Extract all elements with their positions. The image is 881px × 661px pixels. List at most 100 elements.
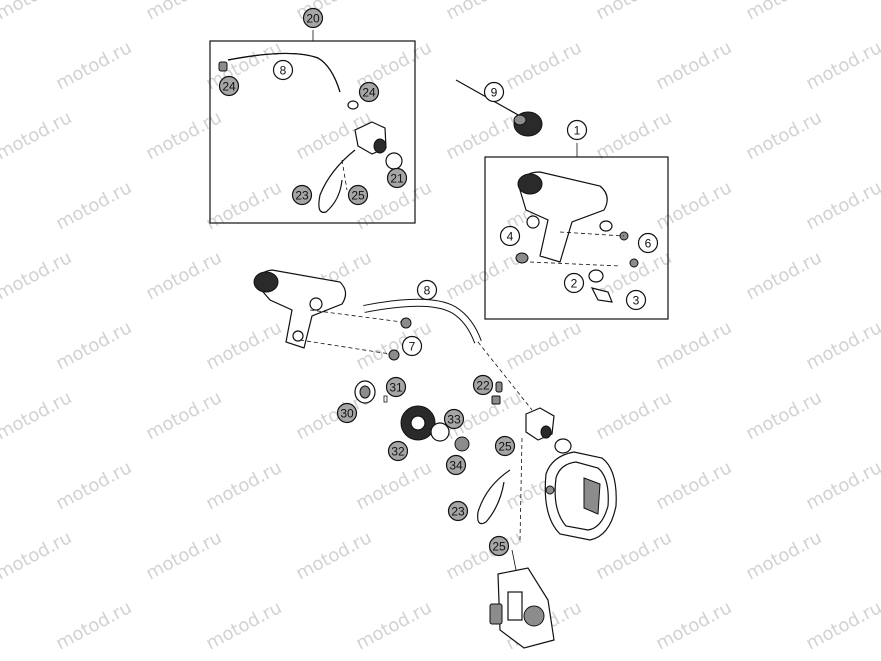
watermark-text: motod.ru — [652, 37, 735, 94]
watermark-text: motod.ru — [0, 0, 75, 24]
callout-label: 21 — [390, 172, 404, 186]
callout-24: 24 — [218, 75, 240, 97]
watermark-text: motod.ru — [742, 0, 825, 24]
oil-tank — [515, 171, 639, 303]
watermark-text: motod.ru — [742, 247, 825, 304]
callout-7: 7 — [401, 335, 423, 357]
watermark-text: motod.ru — [502, 37, 585, 94]
watermark-text: motod.ru — [142, 0, 225, 24]
callout-label: 7 — [409, 340, 416, 354]
inset-oil-tank-assembly — [484, 143, 669, 320]
callout-30: 30 — [336, 402, 358, 424]
watermark-text: motod.ru — [52, 457, 135, 514]
watermark-text: motod.ru — [142, 107, 225, 164]
callout-33: 33 — [443, 408, 465, 430]
callout-circle — [401, 335, 423, 357]
inset-frame-left — [209, 40, 416, 224]
watermark-text: motod.ru — [0, 387, 75, 444]
watermark-text: motod.ru — [202, 317, 285, 374]
callout-label: 20 — [306, 12, 320, 26]
callout-4: 4 — [499, 225, 521, 247]
watermark-text: motod.ru — [592, 0, 675, 24]
watermark-text: motod.ru — [742, 527, 825, 584]
callout-9: 9 — [483, 81, 505, 103]
callout-circle — [291, 184, 313, 206]
watermark-text: motod.ru — [742, 107, 825, 164]
small-parts-cluster — [354, 380, 503, 452]
callout-label: 1 — [574, 124, 581, 138]
callout-1: 1 — [566, 119, 588, 141]
callout-circle — [272, 59, 294, 81]
watermark-text: motod.ru — [802, 37, 881, 94]
callout-25: 25 — [347, 184, 369, 206]
callout-circle — [358, 81, 380, 103]
callout-31: 31 — [385, 376, 407, 398]
callout-label: 22 — [476, 379, 490, 393]
watermark-text: motod.ru — [202, 37, 285, 94]
callout-25: 25 — [494, 435, 516, 457]
watermark-text: motod.ru — [652, 597, 735, 654]
vent-hose-loop — [318, 149, 356, 213]
callout-circle — [488, 535, 510, 557]
watermark-text: motod.ru — [0, 247, 75, 304]
callout-label: 23 — [295, 189, 309, 203]
watermark-text: motod.ru — [742, 387, 825, 444]
callout-label: 9 — [491, 86, 498, 100]
callout-circle — [347, 184, 369, 206]
callout-label: 3 — [633, 294, 640, 308]
callout-23: 23 — [291, 184, 313, 206]
callout-label: 25 — [351, 189, 365, 203]
callout-23: 23 — [447, 500, 469, 522]
callout-circle — [336, 402, 358, 424]
watermark-text: motod.ru — [352, 457, 435, 514]
callout-circle — [483, 81, 505, 103]
main-breather-hose — [363, 298, 533, 411]
callout-circle — [447, 500, 469, 522]
watermark-text: motod.ru — [0, 107, 75, 164]
watermark-text: motod.ru — [802, 597, 881, 654]
callout-label: 25 — [492, 540, 506, 554]
callout-circle — [563, 272, 585, 294]
callout-8: 8 — [416, 279, 438, 301]
small-clip — [347, 100, 359, 110]
callout-circle — [472, 374, 494, 396]
callout-label: 31 — [389, 381, 403, 395]
callout-label: 24 — [222, 80, 236, 94]
carburetor — [489, 549, 555, 649]
callout-circle — [385, 376, 407, 398]
watermark-text: motod.ru — [142, 527, 225, 584]
engine-cover — [544, 451, 617, 541]
watermark-text: motod.ru — [802, 457, 881, 514]
hose-clamp — [218, 61, 228, 72]
inset-breather-assembly — [209, 30, 416, 224]
watermark-text: motod.ru — [0, 527, 75, 584]
watermark-text: motod.ru — [652, 457, 735, 514]
callout-circle — [443, 408, 465, 430]
watermark-text: motod.ru — [202, 597, 285, 654]
watermark-text: motod.ru — [652, 317, 735, 374]
callout-circle — [445, 454, 467, 476]
main-oil-tank — [253, 269, 412, 361]
callout-label: 2 — [571, 277, 578, 291]
watermark-text: motod.ru — [202, 457, 285, 514]
watermark-text: motod.ru — [52, 177, 135, 234]
callout-circle — [387, 440, 409, 462]
watermark-text: motod.ru — [52, 317, 135, 374]
watermark-text: motod.ru — [442, 107, 525, 164]
callout-circle — [566, 119, 588, 141]
callout-label: 24 — [362, 86, 376, 100]
callout-circle — [625, 289, 647, 311]
callout-circle — [416, 279, 438, 301]
callout-6: 6 — [637, 232, 659, 254]
callout-label: 34 — [449, 459, 463, 473]
watermark-text: motod.ru — [142, 387, 225, 444]
callout-circle — [302, 7, 324, 29]
watermark-text: motod.ru — [352, 317, 435, 374]
callout-22: 22 — [472, 374, 494, 396]
callout-label: 8 — [280, 64, 287, 78]
watermark-text: motod.ru — [592, 107, 675, 164]
watermark-text: motod.ru — [502, 317, 585, 374]
